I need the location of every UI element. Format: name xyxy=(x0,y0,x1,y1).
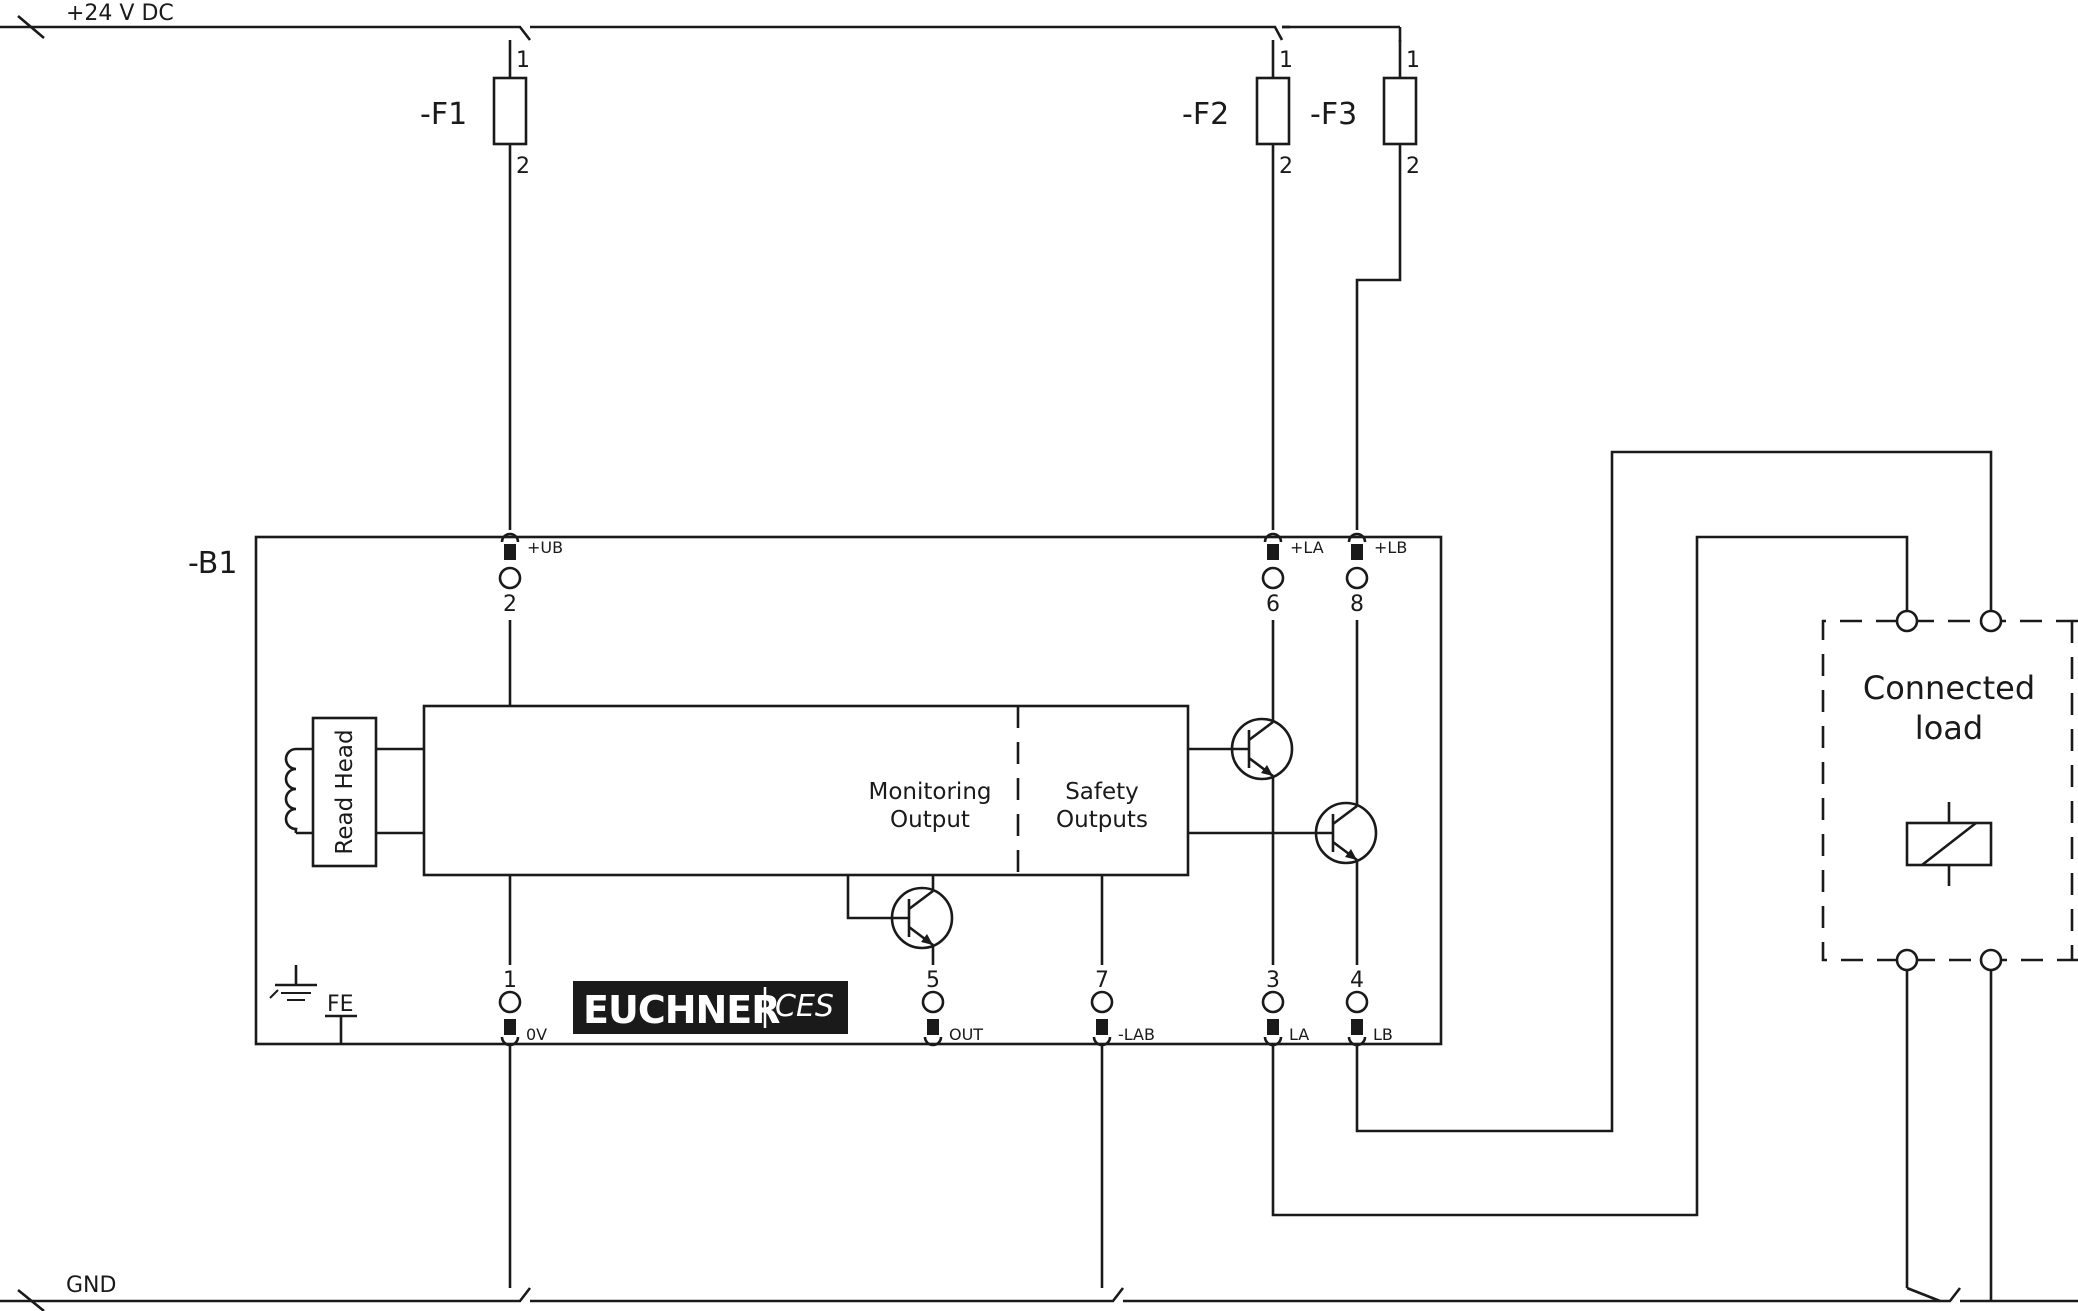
terminal-5-number: 5 xyxy=(926,968,940,993)
supply-rail: +24 V DC xyxy=(0,1,1402,42)
load-terminal-top-right xyxy=(1979,609,2003,633)
terminal-7-signal: -LAB xyxy=(1118,1025,1155,1044)
load-terminal-top-left xyxy=(1895,609,1919,633)
terminal-3-number: 3 xyxy=(1266,968,1280,993)
safety-outputs-label-2: Outputs xyxy=(1056,807,1148,833)
device-b1: -B1 Monitoring Output Safety Outputs Rea… xyxy=(188,535,1443,1046)
fuse-f3: -F3 1 2 xyxy=(1310,40,1420,530)
transistor-safety-b-icon xyxy=(1188,620,1378,965)
transistor-monitoring-icon xyxy=(846,875,954,965)
device-b1-housing xyxy=(254,535,1443,1046)
fe-label: FE xyxy=(327,992,354,1017)
terminal-2-number: 2 xyxy=(503,592,517,617)
fuse-f3-ref: -F3 xyxy=(1310,97,1357,132)
connected-load-label-1: Connected xyxy=(1863,669,2035,707)
supply-rail-label: +24 V DC xyxy=(66,1,174,26)
safety-outputs-label-1: Safety xyxy=(1065,779,1139,805)
terminal-3-la: 3 LA xyxy=(1261,968,1309,1047)
read-head-label: Read Head xyxy=(332,729,358,854)
terminal-8-number: 8 xyxy=(1350,592,1364,617)
terminal-1-0v: 1 0V xyxy=(498,875,547,1288)
logo-model: CES xyxy=(775,989,834,1024)
coil-icon xyxy=(284,747,313,835)
monitoring-output-label-1: Monitoring xyxy=(869,779,992,805)
fuse-f1: -F1 1 2 xyxy=(420,40,530,530)
fuse-f3-pin-bottom: 2 xyxy=(1406,154,1420,179)
fuse-f1-pin-bottom: 2 xyxy=(516,154,530,179)
terminal-3-signal: LA xyxy=(1289,1025,1309,1044)
connected-load-label-2: load xyxy=(1915,709,1983,747)
earth-icon xyxy=(269,965,317,1001)
terminal-1-signal: 0V xyxy=(526,1025,547,1044)
transistor-safety-a-icon xyxy=(1188,620,1294,965)
device-b1-ref: -B1 xyxy=(188,546,237,581)
terminal-1-number: 1 xyxy=(503,968,517,993)
load-terminal-bottom-left xyxy=(1895,948,1919,972)
relay-coil-icon xyxy=(1905,802,1993,886)
terminal-5-out: 5 OUT xyxy=(921,968,983,1047)
terminal-8-lb-plus: +LB 8 xyxy=(1345,532,1407,617)
terminal-4-number: 4 xyxy=(1350,968,1364,993)
ground-rail: GND xyxy=(0,1273,2078,1311)
terminal-5-signal: OUT xyxy=(949,1025,983,1044)
fuse-f3-pin-top: 1 xyxy=(1406,48,1420,73)
terminal-7-lab-minus: 7 -LAB xyxy=(1090,875,1155,1288)
monitoring-output-label-2: Output xyxy=(890,807,970,833)
ground-rail-label: GND xyxy=(66,1273,116,1298)
connected-load-box xyxy=(1821,619,2078,962)
fuse-f2-pin-top: 1 xyxy=(1279,48,1293,73)
terminal-2-signal: +UB xyxy=(527,538,563,557)
fuse-f1-pin-top: 1 xyxy=(516,48,530,73)
load-terminal-bottom-right xyxy=(1979,948,2003,972)
euchner-ces-logo: EUCHNER CES xyxy=(573,981,848,1034)
terminal-6-number: 6 xyxy=(1266,592,1280,617)
fuse-f1-ref: -F1 xyxy=(420,97,467,132)
terminal-4-signal: LB xyxy=(1373,1025,1393,1044)
logo-brand: EUCHNER xyxy=(583,988,780,1032)
terminal-7-number: 7 xyxy=(1095,968,1109,993)
terminal-4-lb: 4 LB xyxy=(1345,968,1393,1047)
fe-terminal: FE xyxy=(325,992,357,1044)
fuse-f2-ref: -F2 xyxy=(1182,97,1229,132)
fuse-f2: -F2 1 2 xyxy=(1182,40,1293,530)
terminal-8-signal: +LB xyxy=(1374,538,1407,557)
fuse-f2-pin-bottom: 2 xyxy=(1279,154,1293,179)
connected-load: Connected load xyxy=(1821,609,2078,972)
load-wiring xyxy=(1271,450,1993,1303)
read-head-box xyxy=(311,716,378,868)
terminal-6-signal: +LA xyxy=(1290,538,1324,557)
terminal-2-ub: +UB 2 xyxy=(498,532,563,706)
logic-block xyxy=(422,704,1190,877)
terminal-6-la-plus: +LA 6 xyxy=(1261,532,1324,617)
